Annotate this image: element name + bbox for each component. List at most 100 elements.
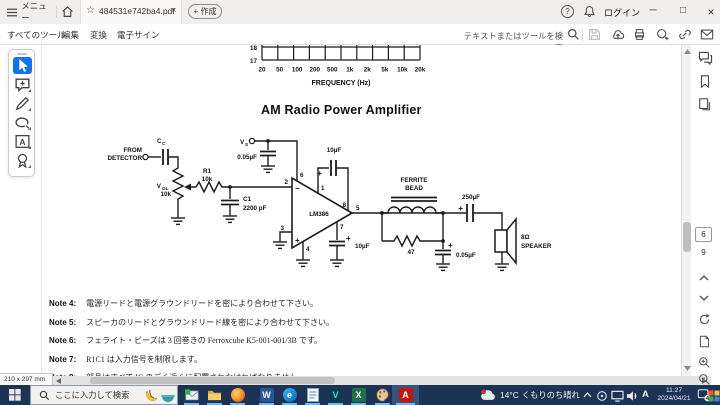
tray-expand-chevron[interactable]: [583, 392, 592, 398]
taskbar-app-edge[interactable]: e: [278, 385, 301, 405]
tools-menu-esign[interactable]: 電子サイン: [117, 30, 160, 40]
notifications-bell-button[interactable]: [583, 5, 596, 23]
tab-close-icon[interactable]: ×: [171, 5, 177, 15]
titlebar-divider: [56, 6, 57, 18]
add-text-tool[interactable]: A: [13, 133, 32, 150]
help-button[interactable]: ?: [561, 5, 574, 18]
tray-ime-mode[interactable]: A: [642, 389, 649, 400]
rotate-page-button[interactable]: [698, 313, 711, 326]
page-size-indicator: 210 x 297 mm: [0, 373, 53, 385]
note-row: Note 4:電源リードと電源グラウンドリードを密により合わせて下さい。: [49, 293, 318, 308]
comments-icon: [698, 51, 713, 66]
comment-tool[interactable]: [13, 76, 32, 93]
note-row: Note 7:R1C1 は入力信号を制限します。: [49, 349, 202, 364]
taskbar-app-word[interactable]: W: [255, 385, 278, 405]
tools-menu-all-tools[interactable]: すべてのツール: [7, 30, 66, 40]
bell-icon: [584, 6, 595, 17]
home-button[interactable]: [61, 5, 74, 23]
text-box-icon: A: [15, 135, 30, 148]
tray-clock[interactable]: 11:27 2024/04/21: [652, 387, 696, 403]
taskbar-app-excel[interactable]: X: [347, 385, 370, 405]
print-button[interactable]: [633, 28, 646, 46]
right-side-panel: 6 9: [691, 45, 720, 385]
search-highlights-icon[interactable]: [144, 389, 176, 403]
note-row: Note 6: フェライト・ビーズは 3 回巻きの Ferroxcube K5-0…: [49, 330, 323, 345]
pages-icon: [699, 98, 710, 111]
link-button[interactable]: [678, 28, 691, 46]
taskbar-app-notepad[interactable]: [301, 385, 324, 405]
minimize-button[interactable]: ─: [649, 5, 657, 16]
windows-logo-icon: [9, 389, 21, 401]
windows-taskbar: ここに入力して検索 W e: [0, 385, 720, 405]
next-page-button[interactable]: [699, 295, 709, 301]
note-row: Note 5:スピーカのリードとグラウンドリード線を密により合わせて下さい。: [49, 312, 334, 327]
pdf-page[interactable]: [43, 45, 681, 376]
certify-stamp-tool[interactable]: [13, 152, 32, 169]
zoom-in-button[interactable]: [698, 356, 711, 369]
taskbar-app-acrobat-active[interactable]: A: [392, 385, 419, 405]
taskbar-app-mail[interactable]: [180, 385, 203, 405]
taskbar-app-firefox[interactable]: [226, 385, 249, 405]
zoom-out-button[interactable]: [698, 373, 711, 386]
page-view-button[interactable]: [698, 335, 711, 348]
clock-time: 11:27: [665, 387, 682, 394]
scroll-up-arrow[interactable]: [684, 49, 691, 54]
firefox-icon: [230, 388, 245, 402]
start-button[interactable]: [0, 385, 30, 405]
ai-assistant-button[interactable]: [656, 28, 669, 46]
select-tool[interactable]: [13, 57, 32, 74]
tray-onedrive-icon[interactable]: [596, 389, 608, 405]
note-text: フェライト・ビーズは 3 回巻きの Ferroxcube K5-001-001/…: [86, 336, 323, 345]
acrobat-toolbar: すべてのツール 編集 変換 電子サイン テキストまたはツールを検索: [0, 24, 720, 53]
close-button[interactable]: ×: [707, 5, 715, 19]
bookmarks-panel-button[interactable]: [698, 74, 712, 94]
share-upload-button[interactable]: [611, 28, 625, 47]
horizontal-scroll-thumb[interactable]: [90, 377, 335, 384]
draw-tool[interactable]: [13, 95, 32, 112]
comments-panel-button[interactable]: [698, 51, 713, 70]
left-tool-rail: A: [0, 45, 42, 376]
previous-page-button[interactable]: [699, 275, 709, 281]
horizontal-scrollbar[interactable]: [52, 376, 711, 385]
scroll-right-arrow[interactable]: [702, 378, 707, 384]
tray-display-icon[interactable]: [611, 389, 624, 405]
bookmark-icon: [700, 75, 710, 89]
save-button[interactable]: [588, 28, 601, 46]
scroll-left-arrow[interactable]: [56, 378, 61, 384]
current-page-input[interactable]: 6: [695, 227, 712, 242]
page-thumbnails-button[interactable]: [698, 97, 712, 117]
note-label: Note 6:: [49, 336, 77, 345]
menu-label: メニュー: [21, 1, 47, 23]
login-button[interactable]: ログイン: [604, 8, 641, 18]
maximize-button[interactable]: □: [679, 5, 687, 16]
paint-palette-icon: [376, 388, 389, 402]
taskbar-app-paint[interactable]: [371, 385, 394, 405]
scroll-down-arrow[interactable]: [684, 366, 691, 371]
menu-button[interactable]: メニュー: [7, 1, 53, 23]
edge-icon: e: [282, 388, 297, 402]
weather-widget[interactable]: 14°C くもりのち晴れ: [480, 385, 580, 405]
vertical-scroll-thumb[interactable]: [683, 222, 691, 252]
excel-icon: X: [351, 388, 366, 402]
home-icon: [62, 6, 73, 17]
taskbar-search-box[interactable]: ここに入力して検索: [30, 385, 178, 405]
lasso-tool[interactable]: [13, 114, 32, 131]
create-button[interactable]: + 作成: [188, 4, 222, 19]
star-icon[interactable]: ☆: [86, 5, 95, 16]
tools-menu-edit[interactable]: 編集: [62, 30, 80, 40]
palette-handle[interactable]: [17, 53, 27, 55]
note-text: 電源リードと電源グラウンドリードを密により合わせて下さい。: [86, 299, 318, 308]
email-button[interactable]: [700, 28, 714, 46]
comment-bubble-icon: [15, 78, 30, 93]
tray-volume-icon[interactable]: [626, 389, 639, 405]
document-tab[interactable]: ☆ 484531e742ba4.pdf ×: [80, 0, 182, 24]
tools-menu-convert[interactable]: 変換: [90, 30, 108, 40]
pencil-icon: [15, 96, 30, 111]
figure-title: AM Radio Power Amplifier: [261, 103, 422, 117]
toolbar-divider: [582, 30, 583, 41]
tray-widgets-icon[interactable]: [708, 389, 720, 405]
taskbar-app-video[interactable]: V: [324, 385, 347, 405]
taskbar-app-file-explorer[interactable]: [203, 385, 226, 405]
vertical-scrollbar[interactable]: [681, 45, 691, 376]
search-icon[interactable]: [567, 28, 580, 46]
